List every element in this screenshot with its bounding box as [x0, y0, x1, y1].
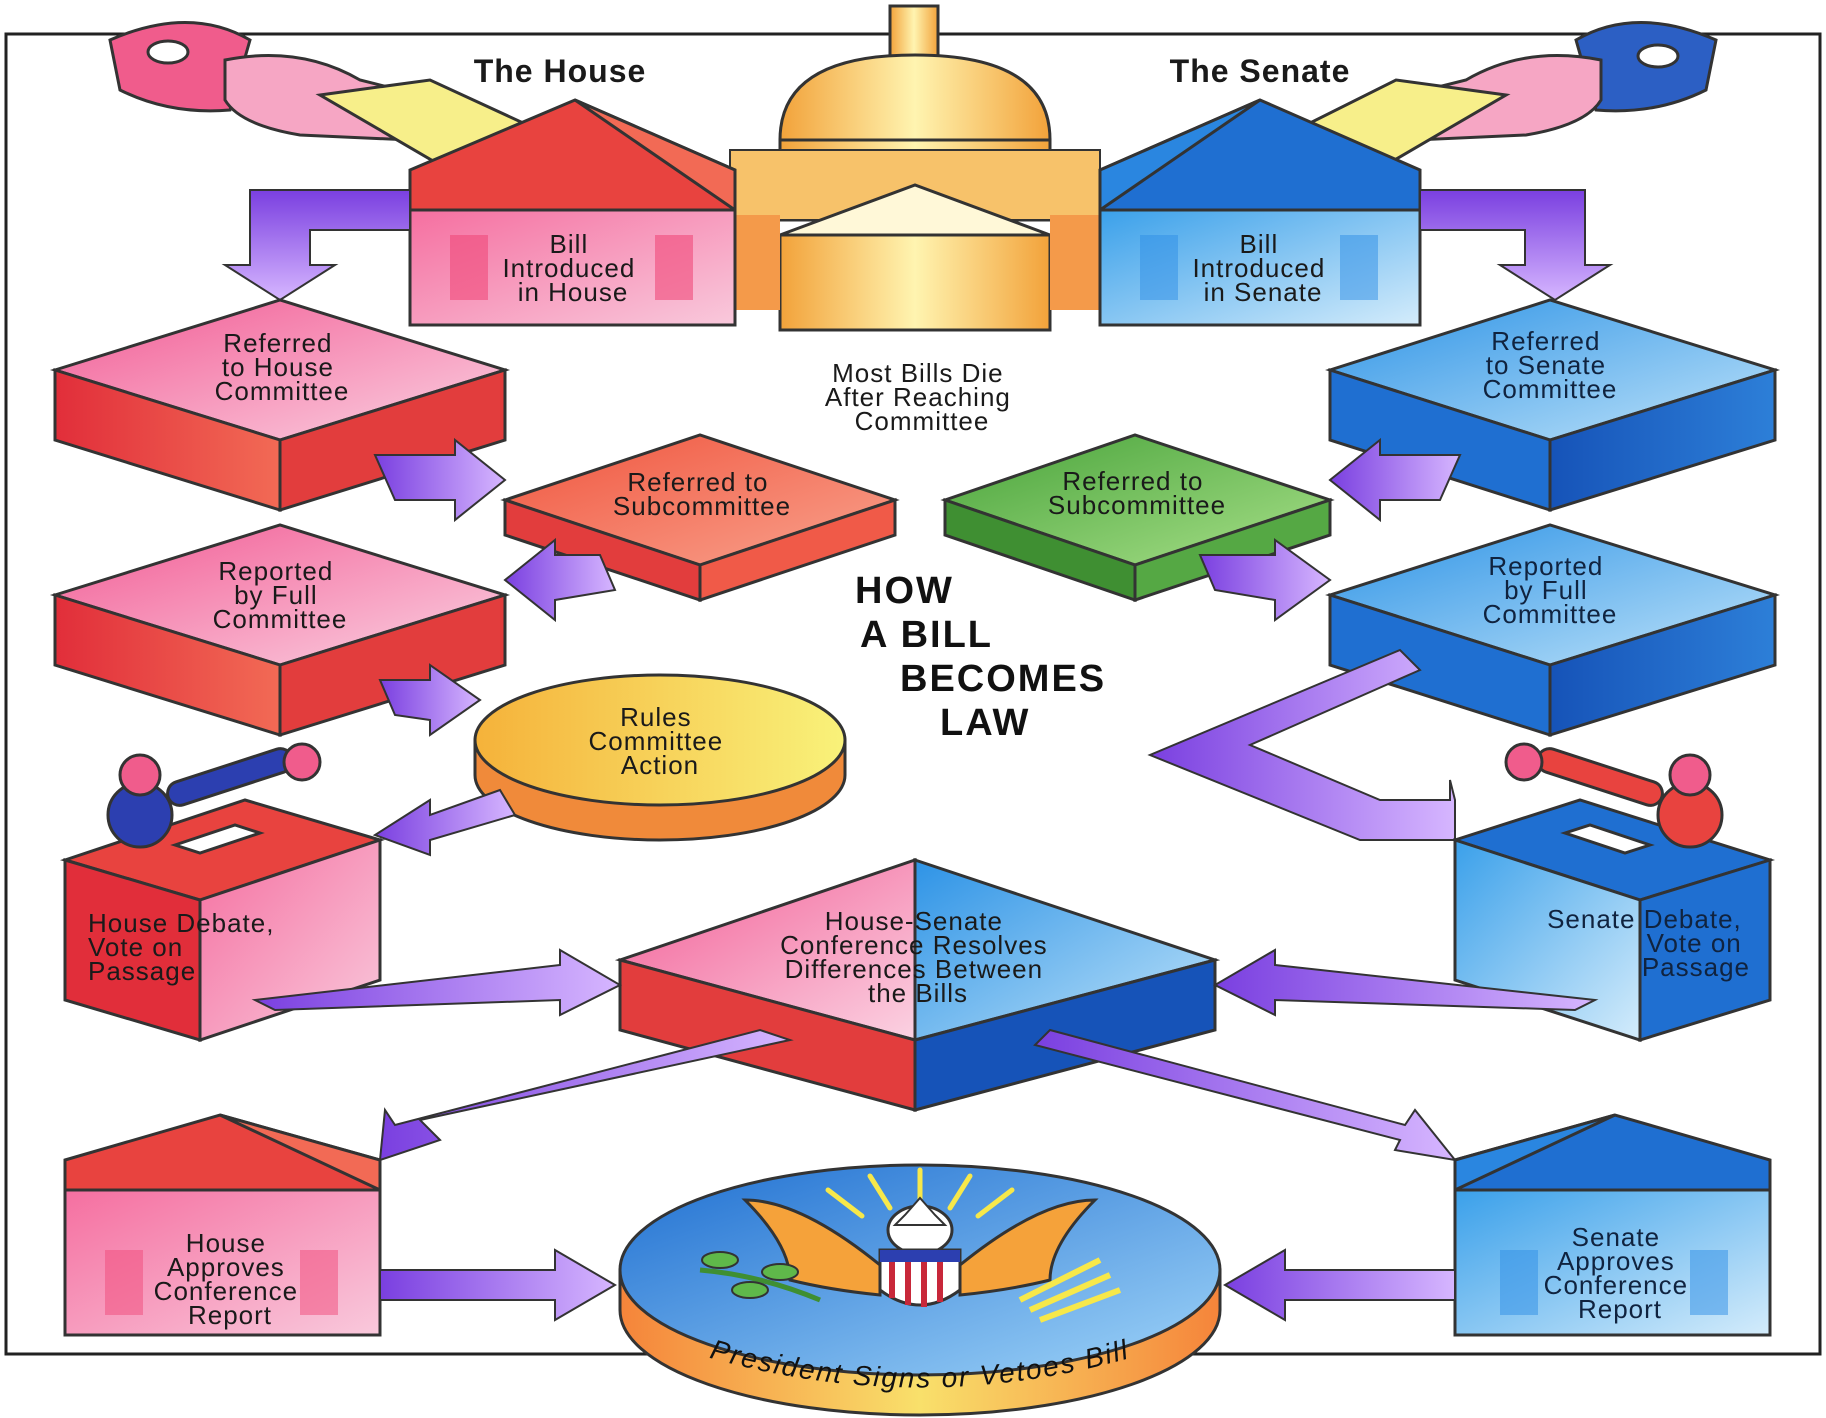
- arrow-conference-to-house-approves: [378, 1028, 794, 1162]
- arrow-rules-to-house-debate: [372, 788, 517, 857]
- house-subcommittee-box: [500, 433, 900, 603]
- senate-approves-box: [1453, 1113, 1772, 1337]
- most-bills-die-note: Most Bills Die After Reaching Committee: [825, 358, 1019, 436]
- arrow-senate-subcommittee-to-reported: [1198, 538, 1332, 622]
- senate-bill-introduced-label: Bill Introduced in Senate: [1192, 229, 1333, 307]
- senate-debate-label: Senate Debate, Vote on Passage: [1547, 904, 1750, 982]
- arrow-senate-debate-to-conference: [1212, 948, 1599, 1017]
- house-approves-box: [63, 1113, 382, 1337]
- diagram-title: HOW A BILL BECOMES LAW: [855, 570, 1119, 744]
- house-subcommittee-label: Referred to Subcommittee: [613, 467, 791, 521]
- conference-label: House-Senate Conference Resolves Differe…: [780, 906, 1056, 1008]
- arrow-house-intro-to-committee: [221, 189, 411, 302]
- arrow-senate-intro-to-committee: [1419, 189, 1614, 302]
- senate-committee-label: Referred to Senate Committee: [1483, 326, 1618, 404]
- senate-bill-introduced-box: [1098, 98, 1422, 327]
- senate-subcommittee-label: Referred to Subcommittee: [1048, 466, 1226, 520]
- arrow-senate-reported-to-debate: [1147, 648, 1456, 841]
- rules-committee-label: Rules Committee Action: [589, 702, 732, 780]
- arrow-house-reported-to-rules: [378, 663, 482, 737]
- senate-reported-box: [1325, 523, 1781, 738]
- senate-committee-box: [1325, 298, 1781, 513]
- senate-subcommittee-box: [940, 433, 1335, 603]
- house-debate-label: House Debate, Vote on Passage: [88, 908, 283, 986]
- rules-committee-disk: [473, 673, 847, 842]
- senate-approves-label: Senate Approves Conference Report: [1544, 1222, 1697, 1324]
- house-column-header: The House: [474, 53, 647, 89]
- house-bill-introduced-label: Bill Introduced in House: [502, 229, 643, 307]
- house-hand-illustration: [108, 21, 565, 167]
- arrow-senate-approves-to-president: [1223, 1248, 1456, 1322]
- house-committee-label: Referred to House Committee: [215, 328, 350, 406]
- arrow-house-approves-to-president: [379, 1248, 617, 1322]
- senate-column-header: The Senate: [1170, 53, 1351, 89]
- arrow-house-debate-to-conference: [251, 948, 623, 1017]
- arrow-house-committee-to-subcommittee: [373, 437, 507, 523]
- house-reported-box: [49, 523, 511, 738]
- presidential-seal: [618, 1163, 1222, 1417]
- arrow-house-subcommittee-to-reported: [503, 537, 617, 623]
- arrow-senate-committee-to-subcommittee: [1328, 437, 1462, 523]
- capitol-building-illustration: [729, 4, 1101, 332]
- senate-reported-label: Reported by Full Committee: [1483, 551, 1618, 629]
- house-committee-box: [49, 298, 511, 513]
- arrow-conference-to-senate-approves: [1033, 1028, 1458, 1162]
- house-bill-introduced-box: [408, 98, 737, 327]
- house-reported-label: Reported by Full Committee: [213, 556, 348, 634]
- house-ballot-box: [60, 742, 385, 1043]
- house-approves-label: House Approves Conference Report: [154, 1228, 307, 1330]
